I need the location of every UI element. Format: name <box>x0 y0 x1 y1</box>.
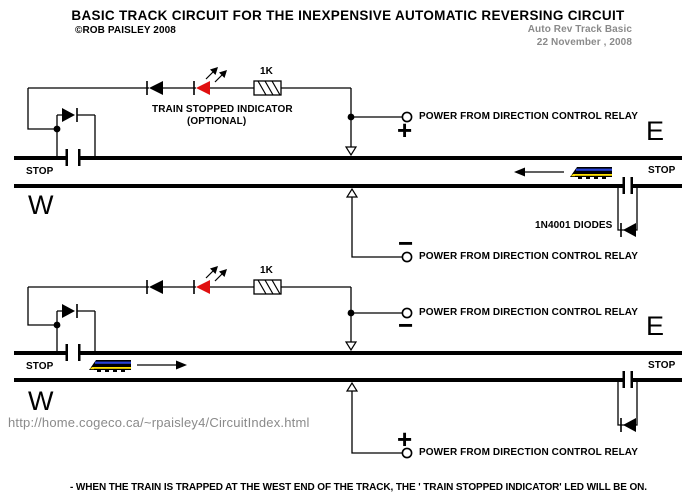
diodes-label: 1N4001 DIODES <box>535 220 613 231</box>
rail <box>14 184 625 188</box>
plus-sign-1: + <box>397 115 413 145</box>
url-text: http://home.cogeco.ca/~rpaisley4/Circuit… <box>8 415 310 430</box>
east-gap-bridge-1 <box>617 188 638 237</box>
led-icon-1 <box>193 81 210 95</box>
feed-arrow-icon <box>345 187 359 198</box>
rail <box>14 351 68 355</box>
east-label-1: E <box>646 116 665 146</box>
west-gap-diode-icon-1 <box>62 108 78 122</box>
indicator-label: TRAIN STOPPED INDICATOR <box>152 104 293 115</box>
insulated-gap <box>622 371 625 388</box>
west-label-2: W <box>28 386 54 416</box>
junction-dot <box>53 125 61 133</box>
insulated-gap <box>622 177 625 194</box>
direction-arrow-icon-west <box>514 167 564 177</box>
insulated-gap <box>630 371 633 388</box>
stop-label-1: STOP <box>26 166 54 177</box>
power-label-2: POWER FROM DIRECTION CONTROL RELAY <box>419 251 638 262</box>
feed-arrow-icon <box>345 381 359 392</box>
east-gap-diode-icon-1 <box>623 223 636 237</box>
east-gap-diode-icon-2 <box>623 418 636 432</box>
stop-label-3: STOP <box>26 361 54 372</box>
power-terminal-minus-1 <box>401 251 413 263</box>
doc-date: 22 November , 2008 <box>536 37 632 48</box>
resistor-value-2: 1K <box>260 265 273 276</box>
doc-name: Auto Rev Track Basic <box>527 24 632 35</box>
series-diode-icon-1 <box>146 81 163 95</box>
rail <box>14 378 625 382</box>
minus-sign-1: − <box>398 228 414 258</box>
plus-sign-2: + <box>397 424 413 454</box>
junction-dot <box>347 113 355 121</box>
insulated-gap <box>630 177 633 194</box>
rail <box>80 156 682 160</box>
rail <box>633 184 682 188</box>
train-icon-2 <box>89 360 131 372</box>
led-icon-2 <box>193 280 210 294</box>
insulated-gap <box>78 344 81 361</box>
power-terminal-minus-2 <box>401 307 413 319</box>
footer-note: - WHEN THE TRAIN IS TRAPPED AT THE WEST … <box>70 482 647 493</box>
direction-arrow-icon-east <box>137 360 187 370</box>
east-label-2: E <box>646 311 665 341</box>
track-2 <box>14 344 682 388</box>
west-gap-diode-icon-2 <box>62 304 78 318</box>
power-terminal-plus-2 <box>401 447 413 459</box>
led-light-arrows-icon-1 <box>205 67 227 83</box>
resistor-value-1: 1K <box>260 66 273 77</box>
feed-arrow-icon <box>344 341 358 352</box>
track-1 <box>14 149 682 194</box>
train-icon-1 <box>570 167 612 179</box>
stop-label-2: STOP <box>648 165 676 176</box>
junction-dot <box>53 321 61 329</box>
west-label-1: W <box>28 190 54 220</box>
insulated-gap <box>65 149 68 166</box>
stop-label-4: STOP <box>648 360 676 371</box>
power-label-1: POWER FROM DIRECTION CONTROL RELAY <box>419 111 638 122</box>
insulated-gap <box>65 344 68 361</box>
indicator-optional-label: (OPTIONAL) <box>187 116 247 127</box>
power-label-3: POWER FROM DIRECTION CONTROL RELAY <box>419 307 638 318</box>
rail <box>80 351 682 355</box>
feed-arrow-icon <box>344 146 358 157</box>
east-gap-bridge-2 <box>617 382 638 432</box>
led-light-arrows-icon-2 <box>205 266 227 282</box>
resistor-icon-1 <box>253 80 282 96</box>
minus-sign-2: − <box>398 310 414 340</box>
rail <box>14 156 68 160</box>
power-label-4: POWER FROM DIRECTION CONTROL RELAY <box>419 447 638 458</box>
page-title: BASIC TRACK CIRCUIT FOR THE INEXPENSIVE … <box>71 8 625 23</box>
resistor-icon-2 <box>253 279 282 295</box>
rail <box>633 378 682 382</box>
insulated-gap <box>78 149 81 166</box>
junction-dot <box>347 309 355 317</box>
power-terminal-plus-1 <box>401 111 413 123</box>
series-diode-icon-2 <box>146 280 163 294</box>
copyright-text: ©ROB PAISLEY 2008 <box>75 25 176 36</box>
